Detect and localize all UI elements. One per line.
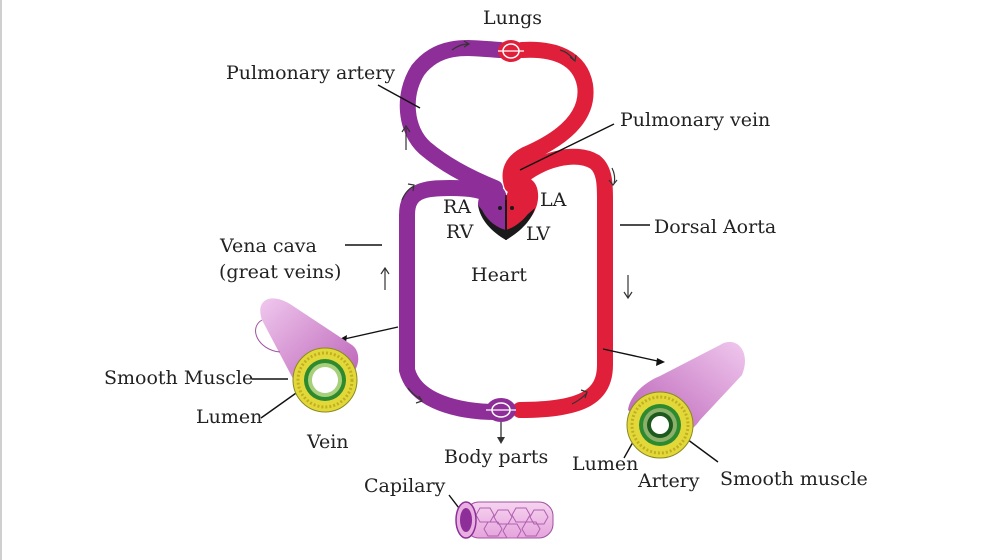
heart-icon [478,177,539,240]
artery-cross-section [626,341,745,459]
label-vein: Vein [306,431,349,453]
vein-cross-section [255,298,359,413]
label-la: LA [540,189,567,211]
vena-cava-vessel [399,179,505,420]
left-border [0,0,2,560]
label-lumen-artery: Lumen [572,453,638,475]
label-body-parts: Body parts [444,446,548,468]
lungs-capillary [498,40,524,62]
body-parts-arrow [497,422,505,444]
flow-arrows [380,40,633,405]
label-ra: RA [443,196,471,218]
label-smooth-muscle-vein: Smooth Muscle [104,367,253,389]
pulmonary-artery-vessel [399,40,508,196]
body-capillary [486,398,516,422]
label-lungs: Lungs [483,7,542,29]
label-great-veins: (great veins) [219,261,341,283]
pulmonary-vein-vessel [502,41,594,193]
label-pulmonary-vein: Pulmonary vein [620,109,770,131]
label-rv: RV [446,221,474,243]
label-smooth-muscle-artery: Smooth muscle [720,468,868,490]
label-heart: Heart [471,264,527,286]
label-vena-cava: Vena cava [219,235,317,257]
label-capilary: Capilary [364,475,446,497]
label-dorsal-aorta: Dorsal Aorta [654,216,776,238]
label-lumen-vein: Lumen [196,406,262,428]
vessel-section-arrows [338,326,665,366]
label-lv: LV [526,223,550,245]
capillary-vessel [455,501,554,539]
dorsal-aorta-vessel [512,148,613,418]
label-artery: Artery [637,470,700,492]
label-pulmonary-artery: Pulmonary artery [226,62,395,84]
